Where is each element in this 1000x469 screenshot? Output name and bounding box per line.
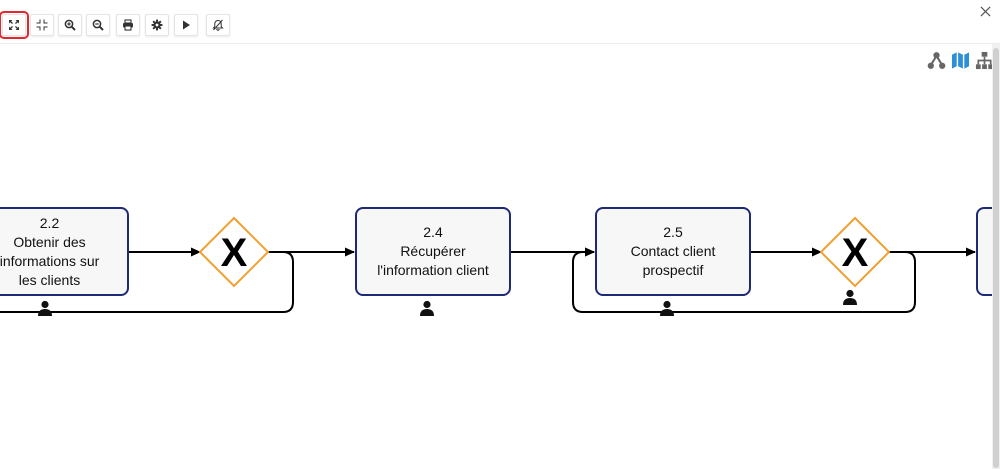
settings-button[interactable] — [145, 14, 169, 36]
task-2-2[interactable]: 2.2 Obtenir des informations sur les cli… — [0, 207, 129, 296]
close-icon — [979, 5, 991, 17]
map-icon — [951, 51, 969, 69]
bell-slash-icon — [212, 19, 224, 31]
print-icon — [123, 19, 133, 31]
zoom-out-button[interactable] — [86, 14, 110, 36]
task-label-line: Obtenir des — [13, 233, 86, 250]
expand-icon — [9, 20, 19, 30]
exclusive-gateway-1[interactable]: X — [198, 216, 270, 288]
org-chart-icon — [975, 51, 993, 69]
view-switcher — [926, 50, 994, 70]
task-label-line: prospectif — [642, 262, 704, 278]
zoom-in-button[interactable] — [58, 14, 82, 36]
loop-back-flow — [572, 247, 916, 313]
zoom-in-icon — [64, 19, 76, 31]
task-label-line: Récupérer — [400, 243, 466, 259]
vertical-scrollbar[interactable] — [992, 44, 1000, 469]
scrollbar-thumb[interactable] — [993, 48, 999, 468]
toolbar — [0, 0, 1000, 44]
person-icon — [660, 300, 674, 316]
mute-notifications-button[interactable] — [206, 14, 230, 36]
task-number: 2.5 — [663, 224, 683, 240]
gateway-symbol: X — [221, 231, 248, 275]
task-label-line: l'information client — [377, 262, 489, 278]
task-label-line: informations sur — [0, 252, 100, 269]
network-icon — [927, 51, 945, 69]
play-button[interactable] — [174, 14, 198, 36]
exclusive-gateway-2[interactable]: X — [819, 216, 891, 288]
flow-connectors: X X — [0, 216, 976, 313]
zoom-out-icon — [92, 19, 104, 31]
person-icon — [420, 300, 434, 316]
task-next-partial[interactable] — [976, 207, 992, 296]
task-number: 2.4 — [423, 224, 443, 240]
person-icon — [843, 289, 857, 305]
task-label-line: Contact client — [630, 243, 716, 259]
task-number: 2.2 — [39, 214, 60, 231]
network-view-button[interactable] — [926, 50, 946, 70]
exit-fullscreen-button[interactable] — [30, 14, 54, 36]
task-2-5[interactable]: 2.5 Contact client prospectif — [595, 207, 751, 296]
close-button[interactable] — [976, 2, 994, 20]
play-icon — [183, 20, 190, 30]
map-view-button[interactable] — [950, 50, 970, 70]
task-label-line: les clients — [18, 271, 81, 288]
gear-icon — [151, 19, 163, 31]
compress-icon — [36, 19, 48, 31]
fullscreen-button[interactable] — [0, 11, 29, 39]
gateway-symbol: X — [842, 231, 869, 275]
diagram-canvas[interactable]: X X 2.2 Obtenir des informations sur les… — [0, 44, 992, 469]
person-icon — [38, 300, 52, 316]
org-chart-view-button[interactable] — [974, 50, 994, 70]
task-2-4[interactable]: 2.4 Récupérer l'information client — [355, 207, 511, 296]
print-button[interactable] — [116, 14, 140, 36]
